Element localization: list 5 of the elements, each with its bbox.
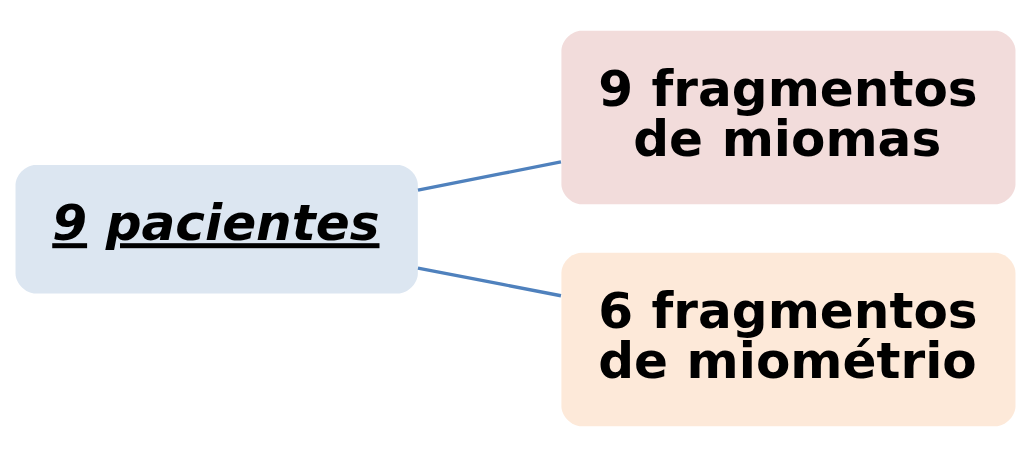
node-box: 6 fragmentos de miométrio	[561, 252, 1016, 427]
connector	[417, 266, 562, 298]
node-box: 9 fragmentos de miomas	[561, 30, 1016, 205]
node-box: 9 pacientes	[15, 165, 418, 294]
connector	[417, 160, 562, 192]
